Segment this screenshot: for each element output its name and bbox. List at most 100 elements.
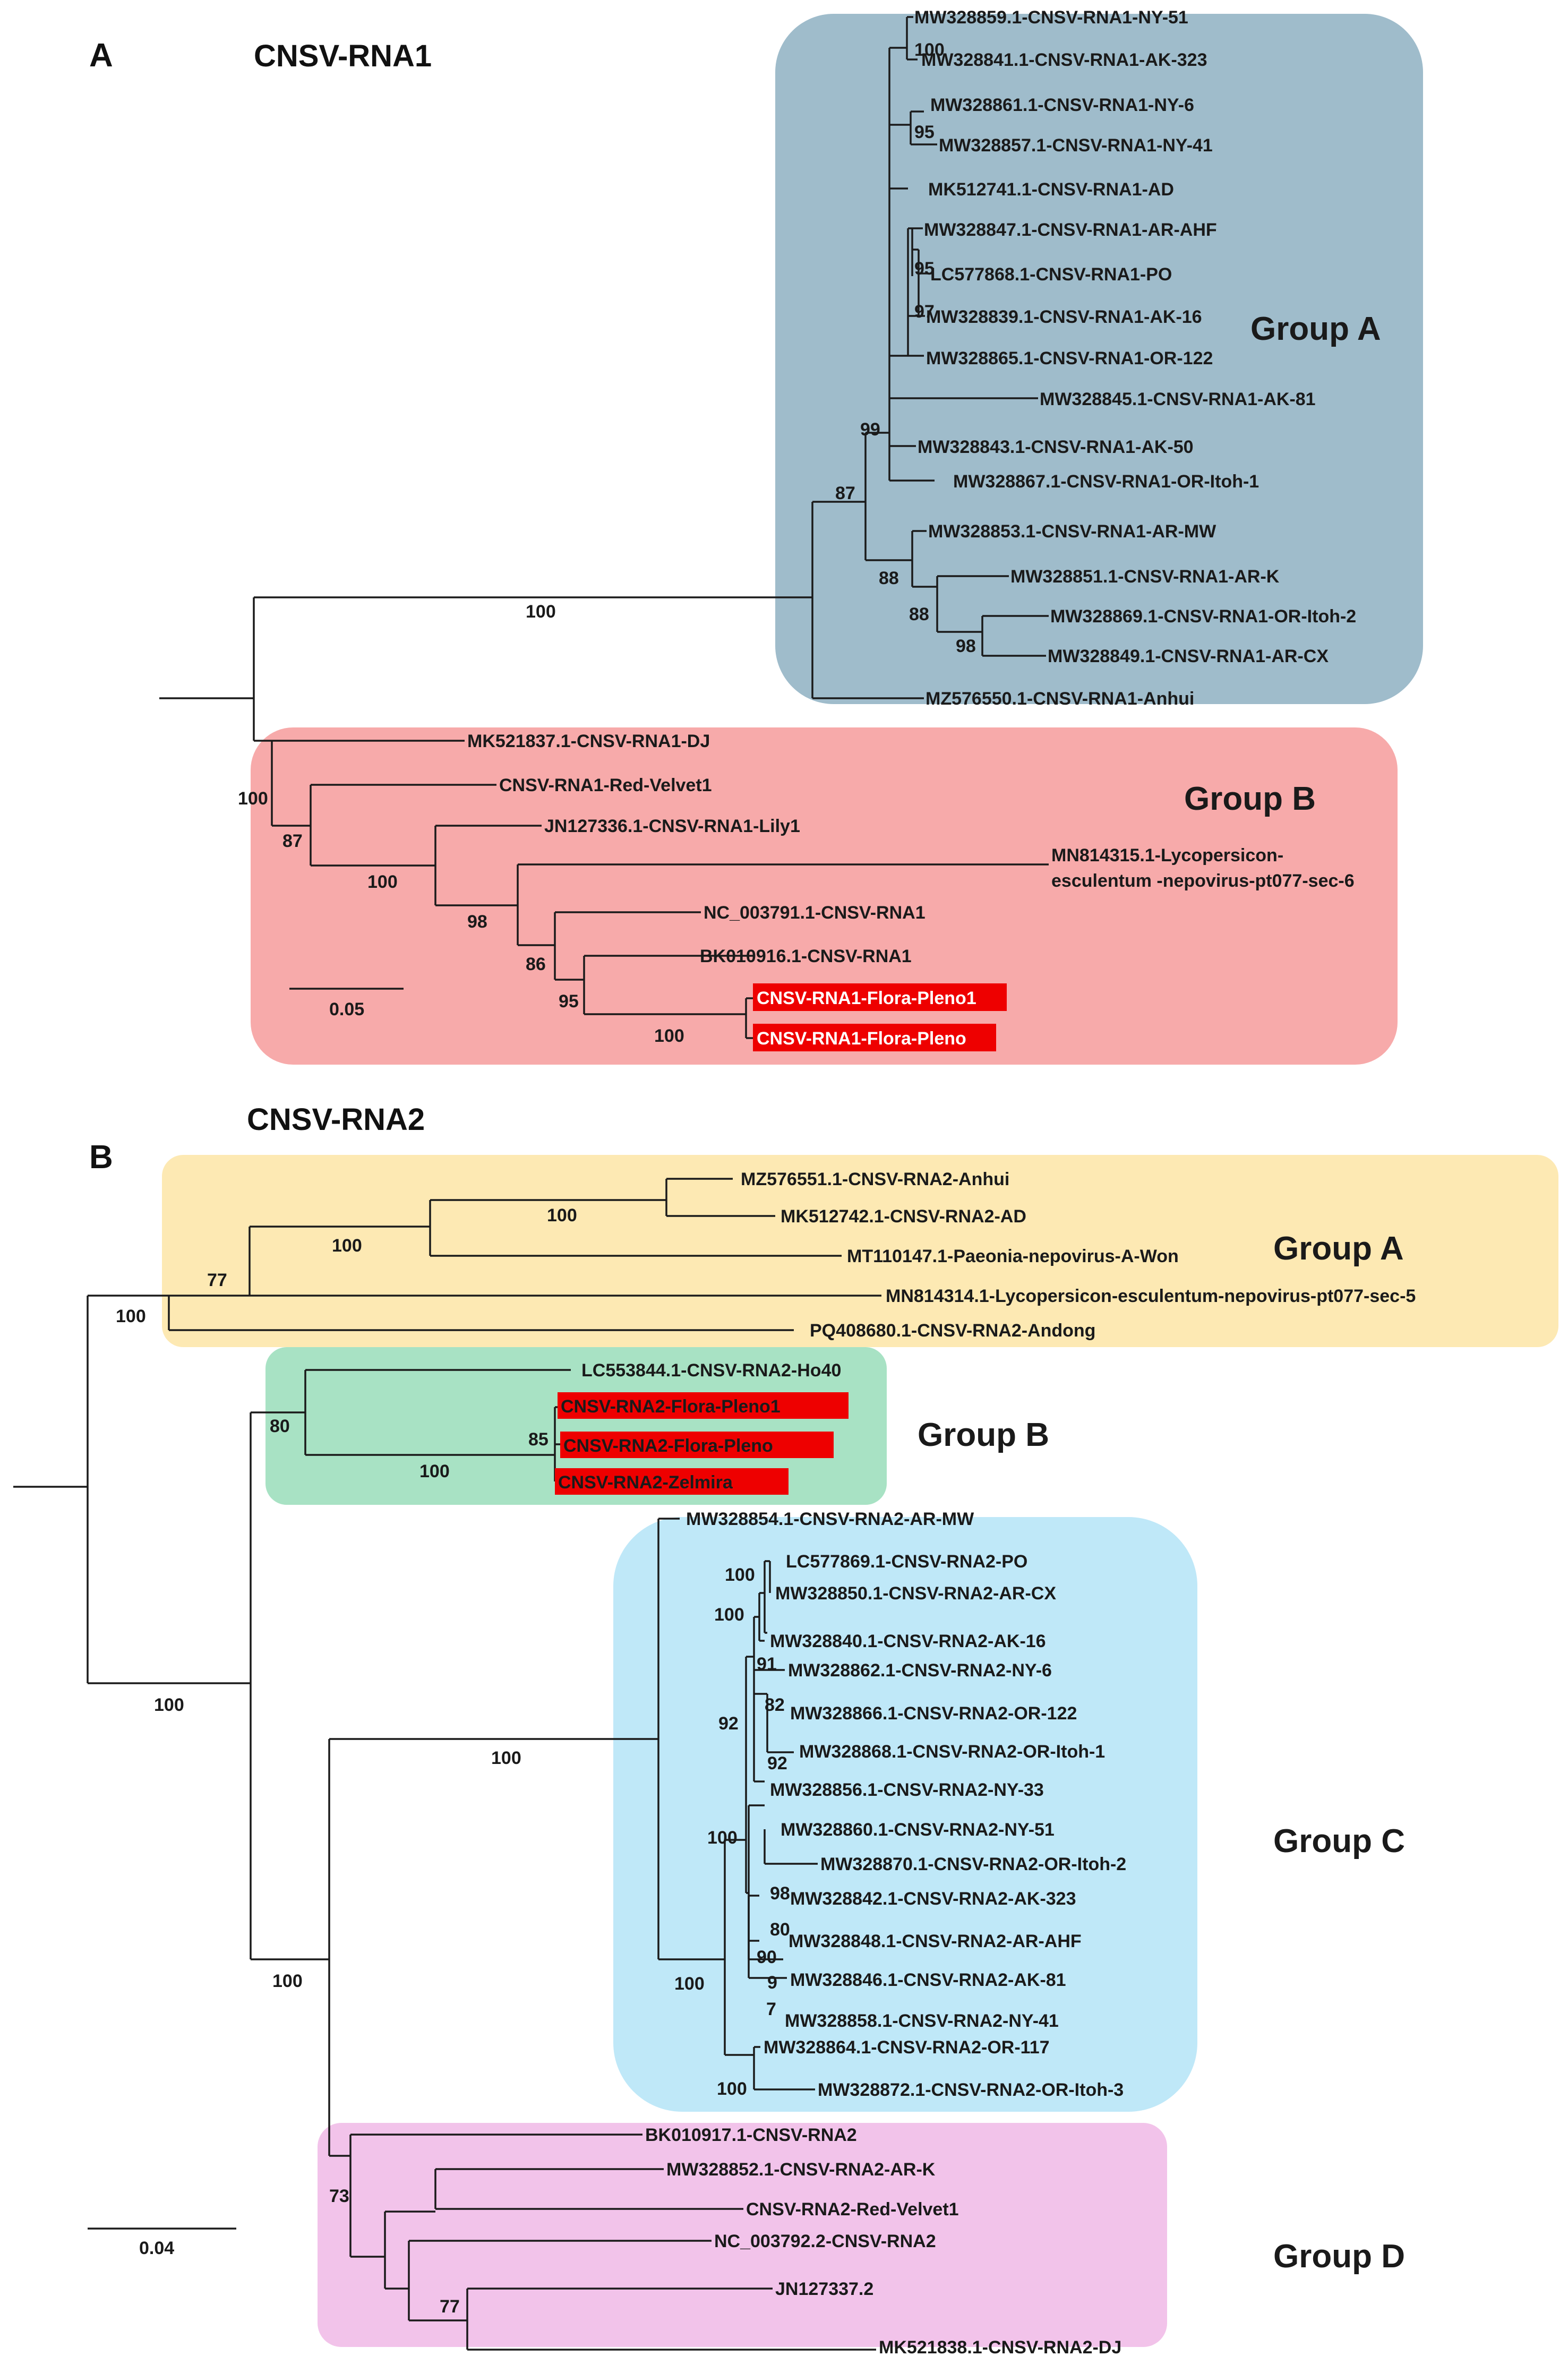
rna2-group-d-box: [318, 2123, 1167, 2347]
taxon-label: MW328858.1-CNSV-RNA2-NY-41: [785, 2011, 1059, 2031]
rna1-taxon-labels: MW328859.1-CNSV-RNA1-NY-51 MW328841.1-CN…: [467, 7, 1356, 966]
taxon-label: MW328861.1-CNSV-RNA1-NY-6: [930, 95, 1194, 115]
bootstrap-value: 100: [332, 1236, 362, 1256]
highlight-box: [753, 1024, 996, 1051]
taxon-label: MW328852.1-CNSV-RNA2-AR-K: [666, 2160, 936, 2180]
bootstrap-value: 88: [909, 604, 929, 624]
bootstrap-value: 87: [835, 483, 855, 503]
bootstrap-value: 100: [547, 1205, 577, 1226]
highlighted-taxon-label: CNSV-RNA1-Flora-Pleno: [757, 1029, 966, 1049]
bootstrap-value: 86: [526, 954, 546, 974]
taxon-label: MW328853.1-CNSV-RNA1-AR-MW: [928, 521, 1216, 542]
bootstrap-value: 100: [154, 1695, 184, 1715]
bootstrap-value: 82: [765, 1695, 785, 1715]
highlight-box: [555, 1468, 789, 1495]
rna2-group-b-box: [265, 1347, 887, 1505]
bootstrap-value: 100: [654, 1026, 684, 1046]
taxon-label: MT110147.1-Paeonia-nepovirus-A-Won: [847, 1246, 1179, 1266]
bootstrap-value: 100: [367, 872, 398, 892]
taxon-label: MW328869.1-CNSV-RNA1-OR-Itoh-2: [1050, 606, 1356, 627]
taxon-label: LC553844.1-CNSV-RNA2-Ho40: [581, 1360, 841, 1381]
taxon-label: MW328846.1-CNSV-RNA2-AK-81: [790, 1970, 1066, 1990]
taxon-label: MW328851.1-CNSV-RNA1-AR-K: [1010, 567, 1280, 587]
bootstrap-value: 97: [914, 302, 935, 322]
taxon-label: MW328860.1-CNSV-RNA2-NY-51: [781, 1820, 1055, 1840]
taxon-label: JN127337.2: [775, 2279, 873, 2299]
taxon-label: MK512741.1-CNSV-RNA1-AD: [928, 179, 1174, 200]
bootstrap-value: 9: [767, 1973, 777, 1993]
bootstrap-value: 73: [329, 2186, 349, 2206]
panel-a-letter: A: [89, 37, 113, 74]
bootstrap-value: 100: [526, 602, 556, 622]
bootstrap-value: 100: [674, 1974, 705, 1994]
rna2-group-a-box: [162, 1155, 1558, 1347]
taxon-label: MW328840.1-CNSV-RNA2-AK-16: [770, 1631, 1046, 1651]
bootstrap-value: 98: [770, 1883, 790, 1904]
taxon-label: MW328870.1-CNSV-RNA2-OR-Itoh-2: [820, 1854, 1126, 1874]
taxon-label: MN814315.1-Lycopersicon-: [1051, 845, 1283, 866]
taxon-label: NC_003792.2-CNSV-RNA2: [714, 2231, 936, 2251]
taxon-label: BK010916.1-CNSV-RNA1: [700, 946, 912, 966]
taxon-label: MW328839.1-CNSV-RNA1-AK-16: [926, 307, 1202, 327]
rna2-group-b-label: Group B: [918, 1417, 1049, 1453]
taxon-label: LC577868.1-CNSV-RNA1-PO: [930, 264, 1172, 285]
bootstrap-value: 90: [757, 1947, 777, 1967]
bootstrap-value: 100: [419, 1461, 450, 1481]
rna1-group-a-label: Group A: [1250, 311, 1381, 347]
taxon-label: MW328859.1-CNSV-RNA1-NY-51: [914, 7, 1188, 28]
taxon-label: NC_003791.1-CNSV-RNA1: [704, 903, 926, 923]
rna1-group-b-box: [251, 727, 1398, 1065]
bootstrap-value: 99: [860, 419, 880, 440]
bootstrap-value: 98: [956, 636, 976, 656]
taxon-label: MW328850.1-CNSV-RNA2-AR-CX: [775, 1583, 1056, 1604]
rna2-scale-label: 0.04: [139, 2238, 174, 2258]
bootstrap-value: 98: [467, 912, 487, 932]
rna1-scale-label: 0.05: [329, 999, 364, 1019]
rna1-scale-bar: 0.05: [289, 988, 404, 1019]
bootstrap-value: 100: [714, 1605, 744, 1625]
taxon-label: MZ576551.1-CNSV-RNA2-Anhui: [741, 1169, 1009, 1189]
taxon-label: BK010917.1-CNSV-RNA2: [645, 2125, 857, 2145]
taxon-label: MW328843.1-CNSV-RNA1-AK-50: [918, 437, 1194, 457]
bootstrap-value: 100: [914, 40, 945, 60]
taxon-label: CNSV-RNA1-Red-Velvet1: [499, 775, 712, 795]
bootstrap-value: 80: [770, 1920, 790, 1940]
taxon-label: MW328867.1-CNSV-RNA1-OR-Itoh-1: [953, 472, 1259, 492]
bootstrap-value: 77: [207, 1270, 227, 1290]
highlight-box: [560, 1432, 834, 1458]
bootstrap-value: 100: [238, 789, 268, 809]
rna2-group-c-label: Group C: [1273, 1823, 1405, 1860]
taxon-label: MW328865.1-CNSV-RNA1-OR-122: [926, 348, 1213, 369]
taxon-label: JN127336.1-CNSV-RNA1-Lily1: [544, 816, 800, 836]
rna1-bootstrap-values: 100 95 95 97 99 87 88 88 98 100 100 87 1…: [238, 40, 976, 1046]
taxon-label: MK521837.1-CNSV-RNA1-DJ: [467, 731, 710, 751]
rna1-highlighted-labels: CNSV-RNA1-Flora-Pleno1 CNSV-RNA1-Flora-P…: [753, 983, 1007, 1051]
taxon-label: MZ576550.1-CNSV-RNA1-Anhui: [926, 689, 1194, 709]
bootstrap-value: 87: [282, 831, 303, 851]
panel-a-title: CNSV-RNA1: [254, 39, 432, 73]
rna1-tree-branches: [159, 16, 1049, 1039]
rna2-scale-bar: 0.04: [88, 2228, 236, 2258]
taxon-label: MN814314.1-Lycopersicon-esculentum-nepov…: [886, 1286, 1416, 1306]
panel-b-letter: B: [89, 1139, 113, 1176]
rna2-highlighted-labels: CNSV-RNA2-Flora-Pleno1 CNSV-RNA2-Flora-P…: [555, 1392, 849, 1495]
bootstrap-value: 95: [914, 259, 935, 279]
highlighted-taxon-label: CNSV-RNA2-Flora-Pleno1: [561, 1397, 781, 1417]
taxon-label: MW328854.1-CNSV-RNA2-AR-MW: [686, 1509, 974, 1529]
highlighted-taxon-label: CNSV-RNA2-Flora-Pleno: [563, 1436, 773, 1456]
highlighted-taxon-label: CNSV-RNA1-Flora-Pleno1: [757, 988, 976, 1008]
taxon-label: MW328857.1-CNSV-RNA1-NY-41: [939, 135, 1213, 156]
bootstrap-value: 91: [757, 1654, 777, 1674]
rna2-taxon-labels: MZ576551.1-CNSV-RNA2-Anhui MK512742.1-CN…: [581, 1169, 1416, 2356]
rna2-group-a-label: Group A: [1273, 1230, 1404, 1267]
highlight-box: [753, 983, 1007, 1011]
bootstrap-value: 100: [272, 1971, 303, 1991]
taxon-label: esculentum -nepovirus-pt077-sec-6: [1051, 871, 1355, 891]
bootstrap-value: 88: [879, 568, 899, 588]
rna2-group-c-box: [613, 1517, 1197, 2112]
taxon-label: PQ408680.1-CNSV-RNA2-Andong: [810, 1321, 1095, 1341]
taxon-label: MK521838.1-CNSV-RNA2-DJ: [879, 2337, 1121, 2356]
taxon-label: MW328847.1-CNSV-RNA1-AR-AHF: [924, 220, 1217, 240]
taxon-label: MW328849.1-CNSV-RNA1-AR-CX: [1048, 646, 1329, 666]
